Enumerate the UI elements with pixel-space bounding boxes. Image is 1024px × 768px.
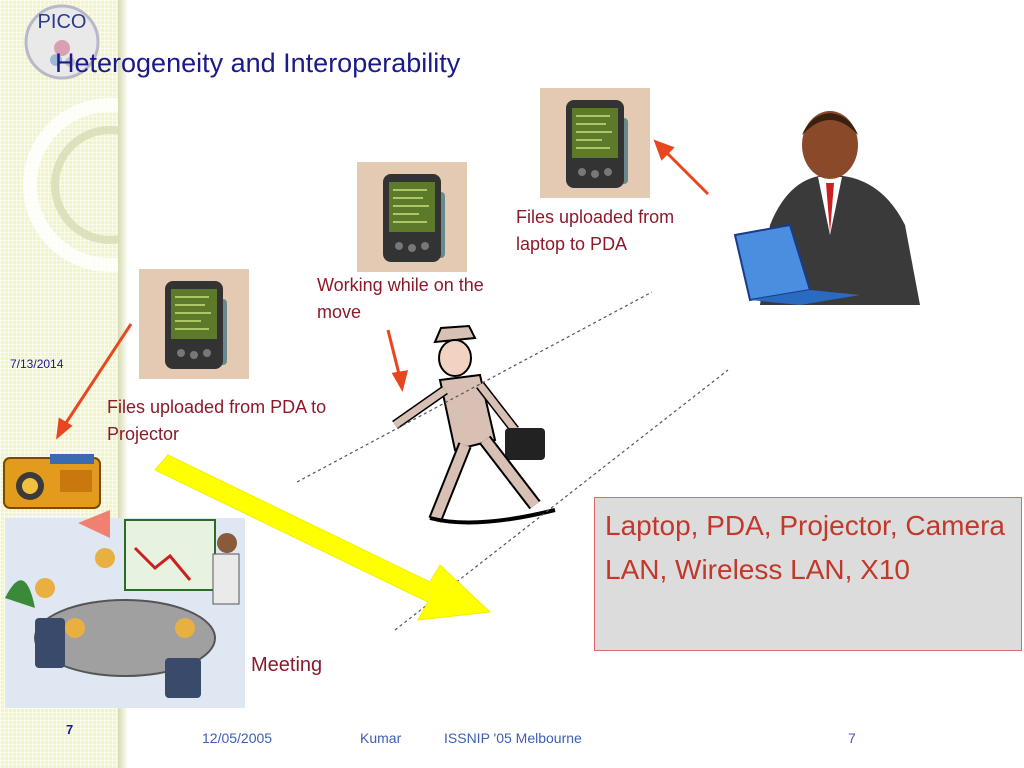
sidebar-page-number: 7 xyxy=(66,722,74,737)
walking-man-image xyxy=(392,324,556,525)
caption-laptop-to-pda: Files uploaded from laptop to PDA xyxy=(516,207,675,254)
pda-image-left xyxy=(139,269,249,379)
footer-date: 12/05/2005 xyxy=(202,730,273,746)
slide-title: Heterogeneity and Interoperability xyxy=(55,48,461,78)
projector-image xyxy=(3,454,101,509)
caption-pda-to-projector: Files uploaded from PDA to Projector xyxy=(107,397,327,444)
footer-page-number: 7 xyxy=(848,730,856,746)
pda-image-middle xyxy=(357,162,467,272)
caption-working-move: Working while on the move xyxy=(317,275,484,322)
decorative-rings xyxy=(23,98,118,272)
footer-event: ISSNIP '05 Melbourne xyxy=(444,730,582,746)
device-info-box: Laptop, PDA, Projector, Camera LAN, Wire… xyxy=(594,497,1022,651)
pico-logo: PICO xyxy=(24,4,100,80)
meeting-image xyxy=(5,518,245,708)
svg-text:PICO: PICO xyxy=(38,11,87,33)
businessman-laptop-image xyxy=(733,111,920,305)
sidebar-date: 7/13/2014 xyxy=(10,357,64,371)
arrow-head-laptop-to-pda xyxy=(653,139,675,161)
pda-image-top xyxy=(540,88,650,198)
caption-meeting: Meeting xyxy=(251,654,323,676)
device-list: Laptop, PDA, Projector, Camera xyxy=(605,510,1005,541)
arrow-laptop-to-pda xyxy=(662,148,710,196)
footer-author: Kumar xyxy=(360,730,402,746)
network-list: LAN, Wireless LAN, X10 xyxy=(605,554,910,585)
